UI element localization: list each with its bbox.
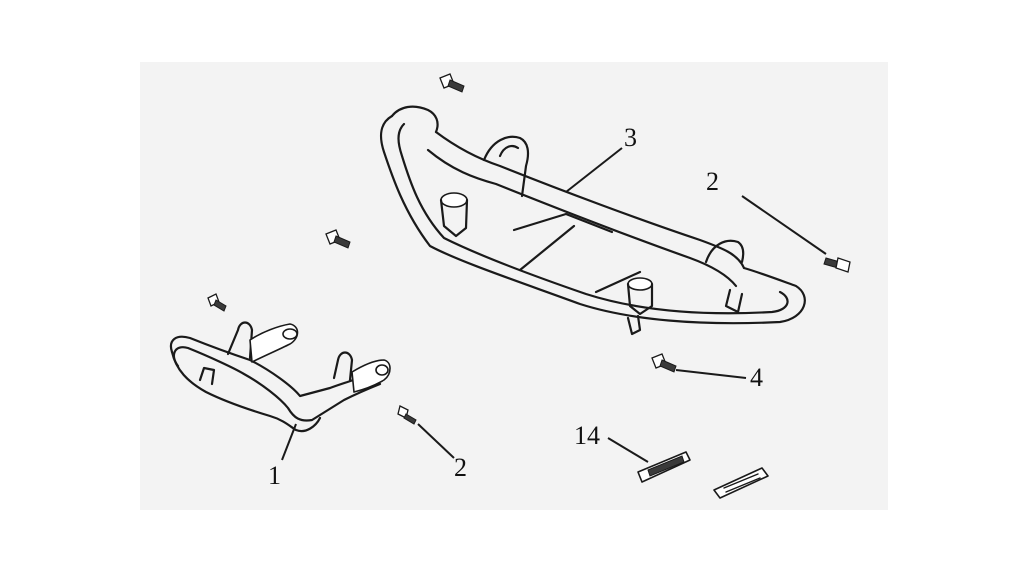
bolt-item-4 <box>651 353 677 373</box>
leader-1 <box>281 423 297 461</box>
pad-left <box>637 451 691 483</box>
front-bumper-tube <box>169 321 391 433</box>
bolt-right <box>823 257 851 273</box>
bolt-small-left <box>207 293 227 312</box>
callout-item-4: 4 <box>750 363 763 392</box>
leader-2-lower <box>417 423 455 459</box>
callout-item-3: 3 <box>624 123 637 152</box>
diagram-canvas <box>140 62 888 510</box>
bolt-lower <box>397 405 417 425</box>
callout-item-1: 1 <box>268 461 281 490</box>
bolt-top <box>439 73 465 93</box>
leader-2-upper <box>741 195 827 255</box>
callout-item-2-upper: 2 <box>706 167 719 196</box>
leader-4 <box>675 369 747 379</box>
pad-right <box>713 467 769 499</box>
bolt-mid-left <box>325 229 351 249</box>
leader-14 <box>607 437 649 463</box>
callout-item-2-lower: 2 <box>454 453 467 482</box>
callout-item-14: 14 <box>574 421 600 450</box>
leader-3 <box>565 147 623 193</box>
rear-rack-frame <box>379 105 806 336</box>
